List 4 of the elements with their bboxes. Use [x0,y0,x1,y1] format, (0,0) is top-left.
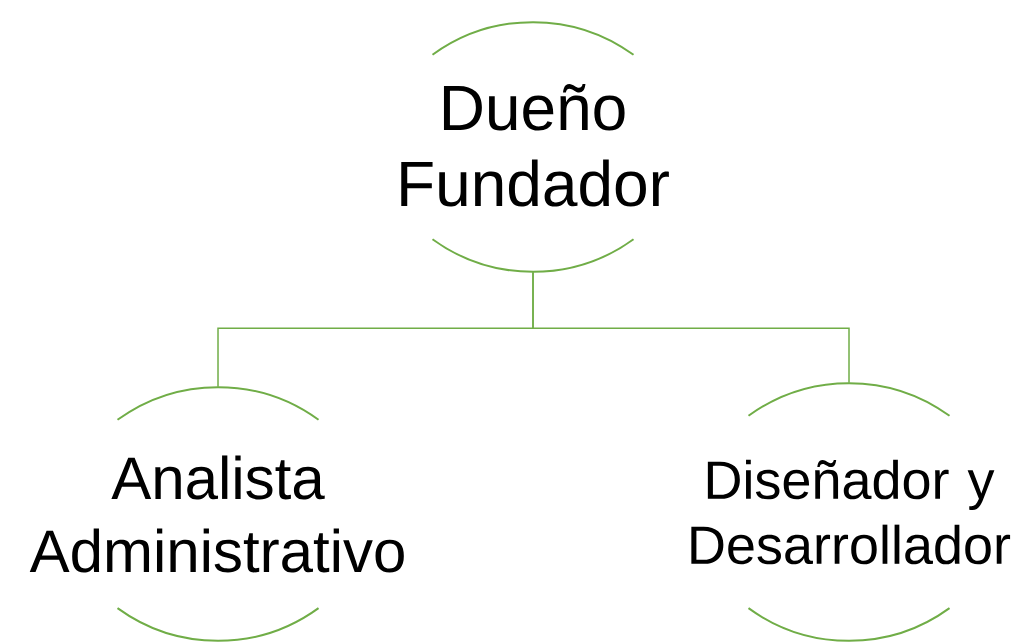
circle-node: Diseñador y Desarrollador [691,382,1011,642]
circle-node: Analista Administrativo [29,386,404,642]
connector-line [532,271,850,384]
circle-node: Dueño Fundador [401,21,669,273]
